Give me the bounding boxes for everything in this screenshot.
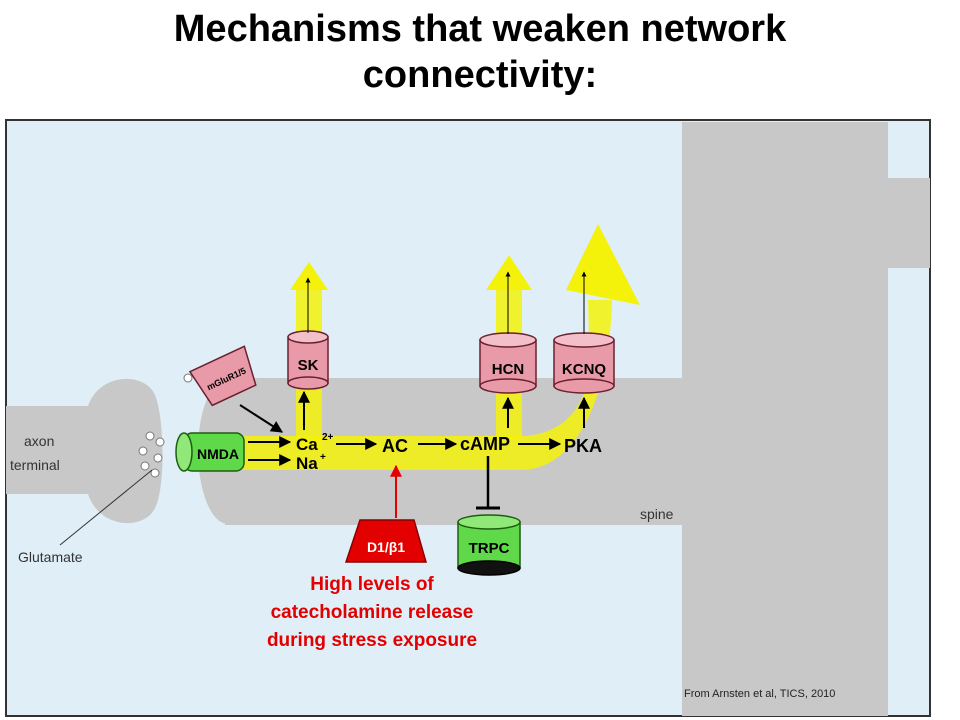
na-superscript: + bbox=[320, 452, 326, 463]
sk-channel: SK bbox=[287, 330, 329, 390]
axon-label: axon bbox=[24, 433, 54, 449]
sk-efflux-arrow bbox=[290, 262, 328, 290]
sk-label: SK bbox=[298, 357, 319, 374]
mglur-receptor: mGluR1/5 bbox=[188, 345, 257, 407]
hcn-channel: HCN bbox=[479, 332, 537, 394]
na-label: Na bbox=[296, 454, 318, 473]
stress-text-line-2: catecholamine release bbox=[271, 602, 474, 623]
citation-text: From Arnsten et al, TICS, 2010 bbox=[684, 688, 835, 700]
glutamate-label: Glutamate bbox=[18, 549, 83, 565]
axon-terminal bbox=[6, 378, 163, 524]
kcnq-label: KCNQ bbox=[562, 361, 606, 378]
ac-label: AC bbox=[382, 436, 408, 456]
dendrite-shaft bbox=[682, 122, 930, 716]
hcn-label: HCN bbox=[492, 361, 525, 378]
pka-label: PKA bbox=[564, 436, 602, 456]
stress-text-line-3: during stress exposure bbox=[267, 630, 477, 651]
d1-label: D1/β1 bbox=[367, 539, 405, 555]
nmda-receptor: NMDA bbox=[175, 432, 245, 472]
stress-text-line-1: High levels of bbox=[310, 574, 434, 595]
glutamate-vesicles bbox=[138, 373, 193, 478]
spine-label: spine bbox=[640, 506, 674, 522]
camp-label: cAMP bbox=[460, 434, 510, 454]
d1-receptor: D1/β1 bbox=[344, 519, 427, 563]
slide-title: Mechanisms that weaken network connectiv… bbox=[0, 6, 960, 98]
terminal-label: terminal bbox=[10, 457, 60, 473]
trpc-channel: TRPC bbox=[457, 514, 521, 576]
trpc-label: TRPC bbox=[469, 540, 510, 557]
mglur-to-ca-arrow bbox=[239, 404, 284, 433]
kcnq-channel: KCNQ bbox=[553, 332, 615, 394]
glutamate-pointer bbox=[59, 469, 153, 546]
nmda-label: NMDA bbox=[197, 446, 239, 462]
slide-title-line-1: Mechanisms that weaken network bbox=[173, 8, 787, 50]
ca-superscript: 2+ bbox=[322, 432, 334, 443]
ca-label: Ca bbox=[296, 435, 318, 454]
slide-title-line-2: connectivity: bbox=[362, 54, 598, 96]
